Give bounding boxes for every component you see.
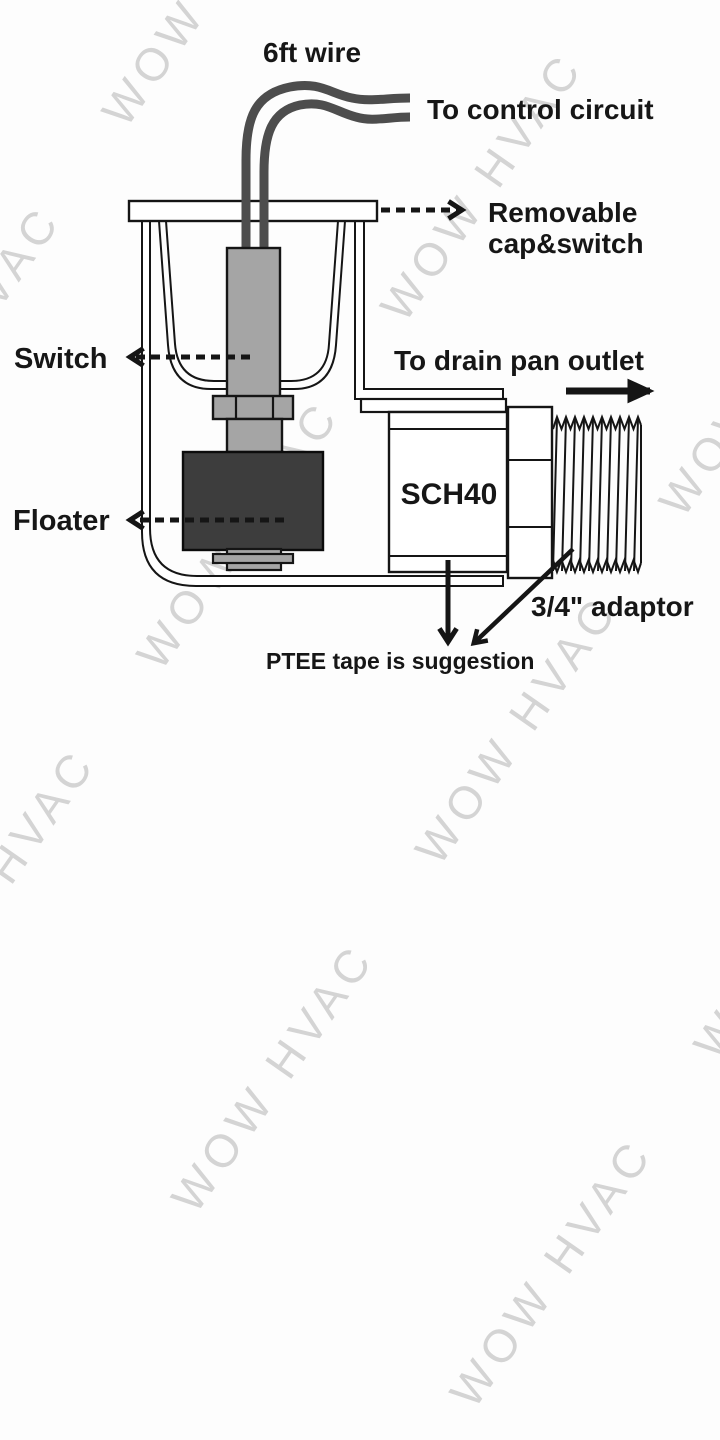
stem-nut — [211, 394, 295, 421]
adaptor-pointer-arrow — [470, 547, 575, 647]
wire-length-label: 6ft wire — [263, 37, 362, 68]
control-circuit-label: To control circuit — [427, 94, 654, 125]
switch-label: Switch — [14, 343, 108, 375]
pipe-spec-label: SCH40 — [400, 478, 498, 511]
removable-cap-label-line2: cap&switch — [488, 228, 644, 260]
wire-right — [259, 99, 411, 254]
switch-stem — [225, 246, 282, 400]
adaptor-collar — [506, 405, 554, 580]
threaded-adaptor — [552, 414, 642, 575]
watermark-text: WOW HVAC — [439, 1127, 664, 1417]
wire-left — [241, 81, 411, 254]
float-switch-drawing — [125, 81, 655, 647]
watermark-text: WOW HVAC — [0, 737, 107, 1027]
adaptor-label: 3/4" adaptor — [531, 591, 694, 622]
sch40-top-flange — [359, 397, 508, 414]
tape-note-label: PTEE tape is suggestion — [266, 648, 535, 674]
floater-label: Floater — [13, 505, 110, 537]
retaining-clip — [211, 552, 295, 565]
removable-cap-plate — [127, 199, 379, 223]
watermark-text: WOW HVAC — [683, 780, 720, 1069]
removable-cap-label-line1: Removable — [488, 197, 638, 228]
removable-cap-label: Removable cap&switch — [488, 197, 678, 260]
drain-outlet-label: To drain pan outlet — [394, 345, 644, 376]
watermark-text: WOW HVAC — [160, 932, 385, 1222]
switch-stem-lower — [225, 417, 284, 454]
reservoir-body — [141, 220, 504, 587]
floater-body — [181, 450, 325, 552]
